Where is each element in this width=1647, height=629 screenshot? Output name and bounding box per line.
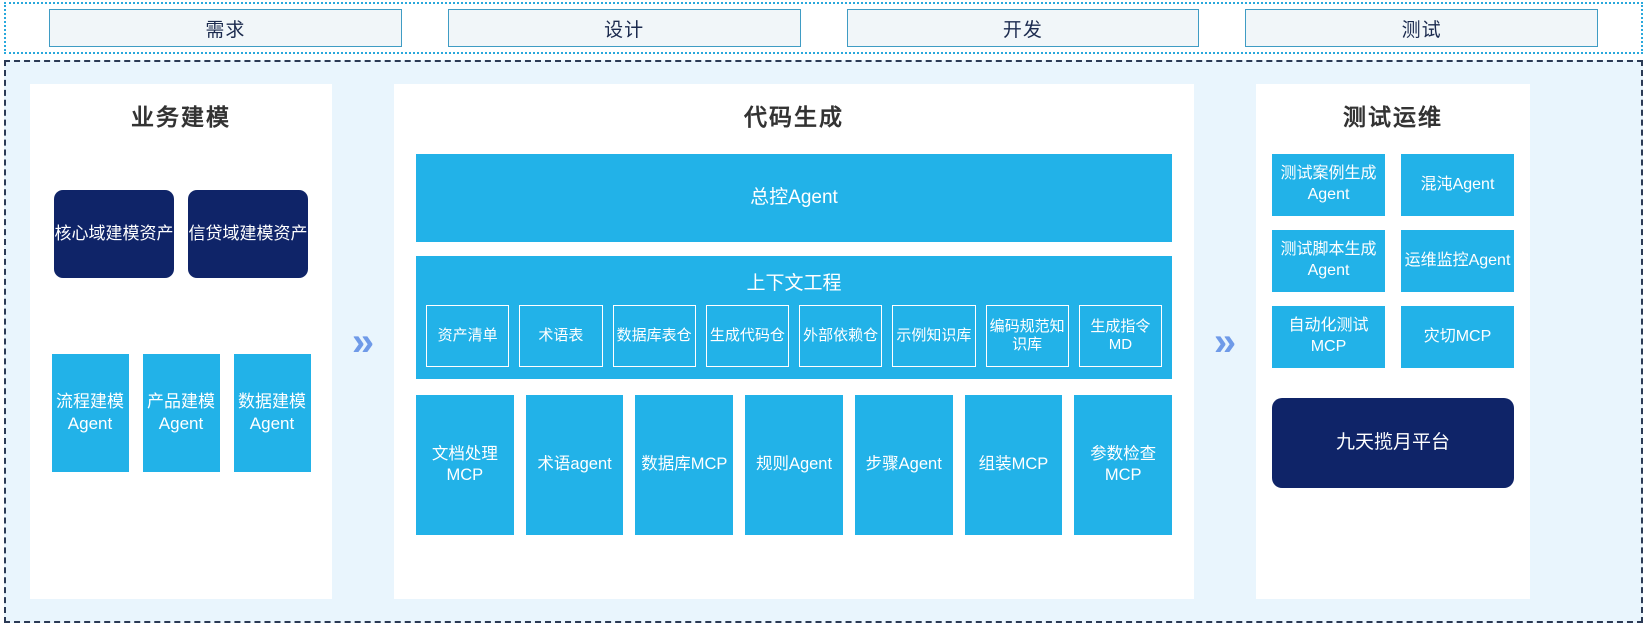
- context-item-label: 编码规范知识库: [989, 317, 1065, 353]
- test-ops-label: 测试脚本生成Agent: [1280, 241, 1377, 279]
- tool-assembly-mcp[interactable]: 组装MCP: [964, 395, 1063, 535]
- asset-label: 核心域建模资产: [54, 224, 174, 244]
- business-modeling-agents: 流程建模Agent 产品建模Agent 数据建模Agent: [51, 354, 311, 472]
- test-ops-label: 测试案例生成Agent: [1280, 165, 1377, 203]
- agent-product-modeling[interactable]: 产品建模Agent: [142, 354, 220, 472]
- phase-label: 测试: [1401, 19, 1442, 41]
- agent-process-modeling[interactable]: 流程建模Agent: [51, 354, 129, 472]
- phase-label: 设计: [604, 19, 645, 41]
- code-generation-tools: 文档处理MCP 术语agent 数据库MCP 规则Agent 步骤Agent: [416, 395, 1173, 535]
- test-ops-card: 测试运维 测试案例生成Agent 混沌Agent 测试脚本生成Agent 运维监…: [1256, 84, 1530, 599]
- context-engineering-block: 上下文工程 资产清单 术语表 数据库表仓 生成代码仓: [416, 256, 1172, 379]
- platform-label: 九天揽月平台: [1335, 432, 1450, 454]
- tool-label: 组装MCP: [978, 455, 1049, 474]
- test-ops-label: 灾切MCP: [1423, 327, 1492, 345]
- context-item-coding-standards-kb[interactable]: 编码规范知识库: [985, 305, 1069, 367]
- chevron-glyph: »: [1213, 319, 1237, 364]
- tool-database-mcp[interactable]: 数据库MCP: [635, 395, 734, 535]
- context-engineering-title: 上下文工程: [746, 273, 842, 294]
- agent-data-modeling[interactable]: 数据建模Agent: [233, 354, 311, 472]
- context-item-db-table-repo[interactable]: 数据库表仓: [612, 305, 696, 367]
- business-modeling-assets: 核心域建模资产 信贷域建模资产: [54, 190, 308, 278]
- test-ops-label: 自动化测试MCP: [1288, 317, 1369, 355]
- test-ops-label: 运维监控Agent: [1404, 251, 1511, 269]
- agent-label: 数据建模Agent: [238, 391, 306, 433]
- context-item-external-deps-repo[interactable]: 外部依赖仓: [799, 305, 883, 367]
- automated-testing-mcp[interactable]: 自动化测试MCP: [1272, 306, 1385, 368]
- phase-label: 开发: [1002, 19, 1043, 41]
- chevron-right-icon-2: »: [1194, 62, 1256, 621]
- code-generation-body: 总控Agent 上下文工程 资产清单 术语表 数据库表仓: [394, 132, 1194, 535]
- tool-label: 步骤Agent: [865, 455, 942, 474]
- code-generation-card: 代码生成 总控Agent 上下文工程 资产清单 术语表: [394, 84, 1194, 599]
- context-item-label: 外部依赖仓: [803, 326, 879, 344]
- chaos-agent[interactable]: 混沌Agent: [1401, 154, 1514, 216]
- chevron-glyph: »: [351, 319, 375, 364]
- tool-label: 规则Agent: [755, 455, 833, 474]
- test-ops-title: 测试运维: [1343, 104, 1443, 130]
- test-ops-items: 测试案例生成Agent 混沌Agent 测试脚本生成Agent 运维监控Agen…: [1272, 154, 1514, 368]
- master-agent-label: 总控Agent: [750, 186, 838, 208]
- tool-label: 术语agent: [537, 455, 612, 474]
- test-script-generation-agent[interactable]: 测试脚本生成Agent: [1272, 230, 1385, 292]
- context-item-label: 数据库表仓: [616, 326, 692, 344]
- ops-monitoring-agent[interactable]: 运维监控Agent: [1401, 230, 1514, 292]
- tool-label: 参数检查MCP: [1090, 444, 1157, 484]
- test-ops-label: 混沌Agent: [1420, 175, 1495, 193]
- tool-parameter-check-mcp[interactable]: 参数检查MCP: [1074, 395, 1173, 535]
- context-item-label: 术语表: [538, 326, 584, 344]
- phase-label: 需求: [205, 19, 246, 41]
- business-modeling-title: 业务建模: [131, 104, 231, 130]
- context-item-asset-inventory[interactable]: 资产清单: [426, 305, 510, 367]
- business-modeling-card: 业务建模 核心域建模资产 信贷域建模资产 流程建模Agent 产品建模Agent…: [30, 84, 332, 599]
- asset-credit-domain[interactable]: 信贷域建模资产: [188, 190, 308, 278]
- context-engineering-items: 资产清单 术语表 数据库表仓 生成代码仓 外部依赖仓: [426, 305, 1162, 367]
- context-item-label: 生成指令MD: [1090, 317, 1151, 353]
- context-item-label: 生成代码仓: [709, 326, 785, 344]
- phase-box-testing[interactable]: 测试: [1245, 9, 1598, 47]
- agent-label: 流程建模Agent: [56, 391, 124, 433]
- code-generation-title: 代码生成: [744, 104, 844, 130]
- tool-rule-agent[interactable]: 规则Agent: [745, 395, 843, 535]
- asset-core-domain[interactable]: 核心域建模资产: [54, 190, 174, 278]
- chevron-right-icon-1: »: [332, 62, 394, 621]
- platform-box[interactable]: 九天揽月平台: [1272, 398, 1514, 488]
- phase-box-development[interactable]: 开发: [846, 9, 1200, 47]
- context-item-example-knowledge-base[interactable]: 示例知识库: [892, 305, 976, 367]
- disaster-switch-mcp[interactable]: 灾切MCP: [1401, 306, 1514, 368]
- asset-label: 信贷域建模资产: [188, 224, 308, 244]
- phase-box-requirements[interactable]: 需求: [49, 9, 402, 47]
- context-item-generated-code-repo[interactable]: 生成代码仓: [705, 305, 789, 367]
- test-case-generation-agent[interactable]: 测试案例生成Agent: [1272, 154, 1385, 216]
- master-agent-box[interactable]: 总控Agent: [416, 154, 1172, 242]
- phase-strip: 需求 设计 开发 测试: [4, 2, 1643, 54]
- tool-label: 文档处理MCP: [431, 444, 498, 484]
- main-panel: 业务建模 核心域建模资产 信贷域建模资产 流程建模Agent 产品建模Agent…: [4, 60, 1643, 623]
- context-item-glossary[interactable]: 术语表: [519, 305, 603, 367]
- tool-label: 数据库MCP: [641, 455, 728, 474]
- context-item-label: 示例知识库: [896, 326, 972, 344]
- phase-box-design[interactable]: 设计: [447, 9, 801, 47]
- context-item-generation-instruction-md[interactable]: 生成指令MD: [1078, 305, 1162, 367]
- tool-step-agent[interactable]: 步骤Agent: [854, 395, 953, 535]
- context-item-label: 资产清单: [437, 326, 498, 344]
- agent-label: 产品建模Agent: [147, 391, 215, 433]
- tool-glossary-agent[interactable]: 术语agent: [525, 395, 624, 535]
- tool-document-processing-mcp[interactable]: 文档处理MCP: [416, 395, 514, 535]
